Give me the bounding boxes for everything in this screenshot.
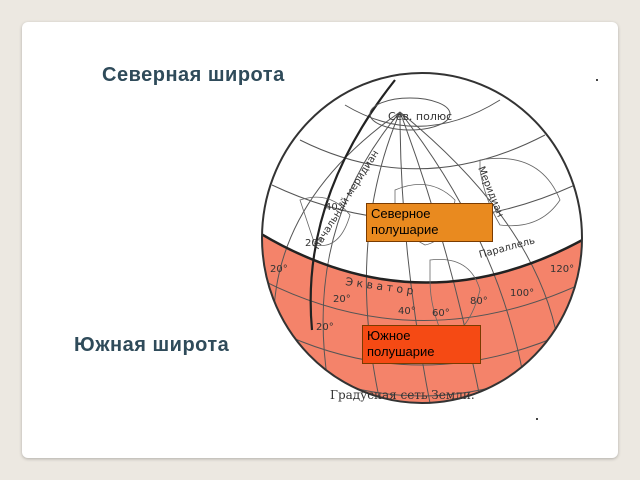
northern-hemisphere-callout: Северное полушарие — [366, 203, 493, 242]
continent-outline — [429, 258, 481, 341]
degree-label-80-south: 80° — [470, 296, 488, 307]
speck-mark — [536, 418, 538, 420]
figure-caption: Градусная сеть Земли. — [330, 388, 475, 402]
north-pole-label: Сев. полюс — [388, 110, 452, 123]
globe-outline — [261, 72, 583, 404]
degree-label-40-south: 40° — [398, 306, 416, 317]
speck-mark — [596, 79, 598, 81]
prime-meridian-line — [309, 79, 396, 331]
continent-outline — [299, 196, 351, 247]
degree-label-20-southwest: 20° — [316, 322, 334, 333]
southern-hemisphere-callout: Южное полушарие — [362, 325, 481, 364]
continent-outline — [479, 157, 561, 227]
degree-label-40-north: 40° — [325, 202, 343, 213]
degree-label-20-north: 20° — [305, 238, 323, 249]
degree-label-20-west: 20° — [270, 264, 288, 275]
degree-label-60-south: 60° — [432, 308, 450, 319]
degree-label-100: 100° — [510, 288, 534, 299]
degree-label-20-south: 20° — [333, 294, 351, 305]
equator-line — [262, 230, 582, 284]
north-latitude-heading: Северная широта — [102, 64, 285, 86]
degree-label-120: 120° — [550, 264, 574, 275]
north-pole-region — [369, 97, 451, 131]
south-latitude-heading: Южная широта — [74, 334, 230, 356]
